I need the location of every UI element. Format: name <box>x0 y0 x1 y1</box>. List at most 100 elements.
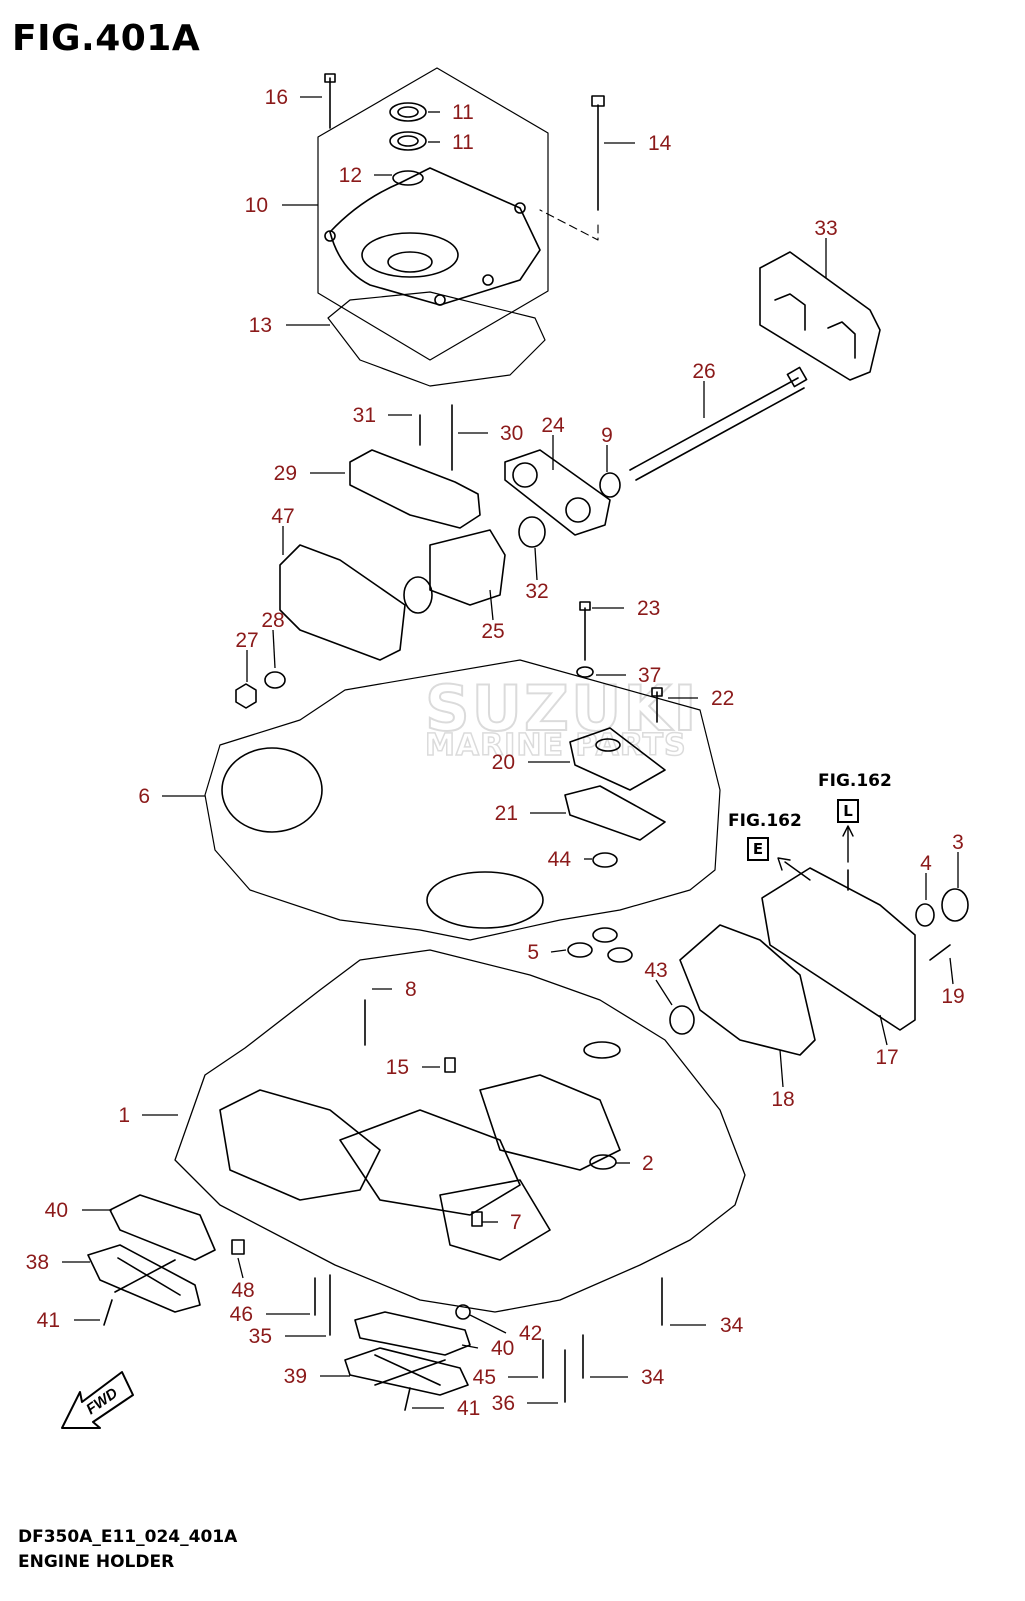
leader-line-42 <box>469 1314 507 1334</box>
part-callout-40: 40 <box>45 1199 68 1222</box>
part-callout-16: 16 <box>265 86 288 109</box>
fig-ref-e-label: FIG.162 <box>728 811 802 831</box>
svg-text:FWD: FWD <box>83 1384 121 1418</box>
fig-ref-l-box: L <box>837 799 859 823</box>
part-callout-11: 11 <box>452 101 474 124</box>
cover-17 <box>761 867 916 1031</box>
watermark: SUZUKI MARINE PARTS <box>355 671 715 764</box>
nut-27 <box>235 683 257 709</box>
part-callout-43: 43 <box>644 959 667 982</box>
shaft-26 <box>629 366 808 481</box>
gasket-21 <box>564 785 666 841</box>
collar-32 <box>518 516 546 548</box>
part-callout-34: 34 <box>641 1366 665 1389</box>
part-callout-7: 7 <box>510 1211 522 1234</box>
part-callout-33: 33 <box>814 217 837 240</box>
part-callout-21: 21 <box>495 802 518 825</box>
o-rings-5 <box>567 927 633 963</box>
fig-ref-e-box: E <box>747 837 769 861</box>
part-callout-11: 11 <box>452 131 474 154</box>
gasket-18 <box>679 924 816 1056</box>
stopper-33 <box>759 251 881 381</box>
part-callout-20: 20 <box>492 751 515 774</box>
plate-38 <box>87 1244 201 1313</box>
part-callout-18: 18 <box>771 1088 794 1111</box>
part-callout-17: 17 <box>875 1046 898 1069</box>
part-callout-42: 42 <box>519 1322 542 1345</box>
part-callout-38: 38 <box>26 1251 49 1274</box>
part-callout-2: 2 <box>642 1152 654 1175</box>
figure-title: FIG.401A <box>12 18 201 59</box>
part-callout-14: 14 <box>648 132 672 155</box>
washer-28 <box>264 671 286 689</box>
watermark-line2: MARINE PARTS <box>424 727 687 764</box>
figure-code: DF350A_E11_024_401A <box>18 1527 238 1547</box>
part-callout-27: 27 <box>235 629 258 652</box>
part-callout-41: 41 <box>37 1309 60 1332</box>
o-ring-44 <box>592 852 618 868</box>
cover-plate-part <box>317 67 549 361</box>
fwd-arrow: FWD <box>61 1371 134 1429</box>
part-callout-48: 48 <box>231 1279 254 1302</box>
part-callout-40: 40 <box>491 1337 514 1360</box>
holder-47 <box>279 544 406 661</box>
fitting-42 <box>455 1304 471 1320</box>
o-ring-12 <box>392 170 424 186</box>
part-callout-47: 47 <box>271 505 294 528</box>
part-callout-23: 23 <box>637 597 660 620</box>
part-callout-8: 8 <box>405 978 417 1001</box>
seal-11-lower <box>389 131 427 151</box>
bolt-19 <box>929 944 951 961</box>
bolt-23 <box>579 601 591 661</box>
part-callout-39: 39 <box>284 1365 307 1388</box>
part-callout-36: 36 <box>492 1392 515 1415</box>
gasket-40-left <box>109 1194 216 1261</box>
part-callout-31: 31 <box>353 404 376 427</box>
leader-line-19 <box>949 957 954 985</box>
washer-9 <box>599 472 621 498</box>
part-callout-9: 9 <box>601 424 613 447</box>
leader-line-43 <box>655 979 673 1006</box>
part-callout-30: 30 <box>500 422 523 445</box>
gasket-13 <box>327 291 546 387</box>
leader-line-17 <box>879 1014 888 1046</box>
part-callout-41: 41 <box>457 1397 480 1420</box>
gasket-6 <box>204 659 721 941</box>
figure-name: ENGINE HOLDER <box>18 1552 175 1572</box>
bolt-16 <box>324 73 336 129</box>
part-callout-3: 3 <box>952 831 964 854</box>
leader-line-18 <box>779 1049 784 1088</box>
fitting-48 <box>231 1239 245 1255</box>
part-callout-6: 6 <box>138 785 150 808</box>
leader-line-48 <box>237 1257 244 1279</box>
fig-ref-l-label: FIG.162 <box>818 771 892 791</box>
part-callout-13: 13 <box>249 314 272 337</box>
plate-39 <box>344 1347 469 1396</box>
washer-4 <box>915 903 935 927</box>
leader-line-25 <box>489 589 494 621</box>
plug-43 <box>669 1005 695 1035</box>
part-callout-24: 24 <box>541 414 565 437</box>
part-callout-32: 32 <box>525 580 548 603</box>
bolt-41-left <box>103 1299 113 1326</box>
part-callout-1: 1 <box>118 1104 130 1127</box>
part-callout-10: 10 <box>245 194 268 217</box>
engine-holder-1 <box>174 949 746 1313</box>
part-callout-12: 12 <box>339 164 362 187</box>
part-callout-46: 46 <box>230 1303 253 1326</box>
part-callout-45: 45 <box>473 1366 496 1389</box>
bolt-41-right <box>404 1387 411 1411</box>
part-callout-37: 37 <box>638 664 661 687</box>
part-callout-15: 15 <box>386 1056 409 1079</box>
seal-11-upper <box>389 102 427 122</box>
part-callout-19: 19 <box>941 985 964 1008</box>
plug-3 <box>941 888 969 922</box>
leader-line-28 <box>272 629 276 669</box>
part-callout-29: 29 <box>274 462 297 485</box>
bracket-24 <box>504 449 611 536</box>
part-callout-34: 34 <box>720 1314 744 1337</box>
bolt-14 <box>591 95 605 211</box>
